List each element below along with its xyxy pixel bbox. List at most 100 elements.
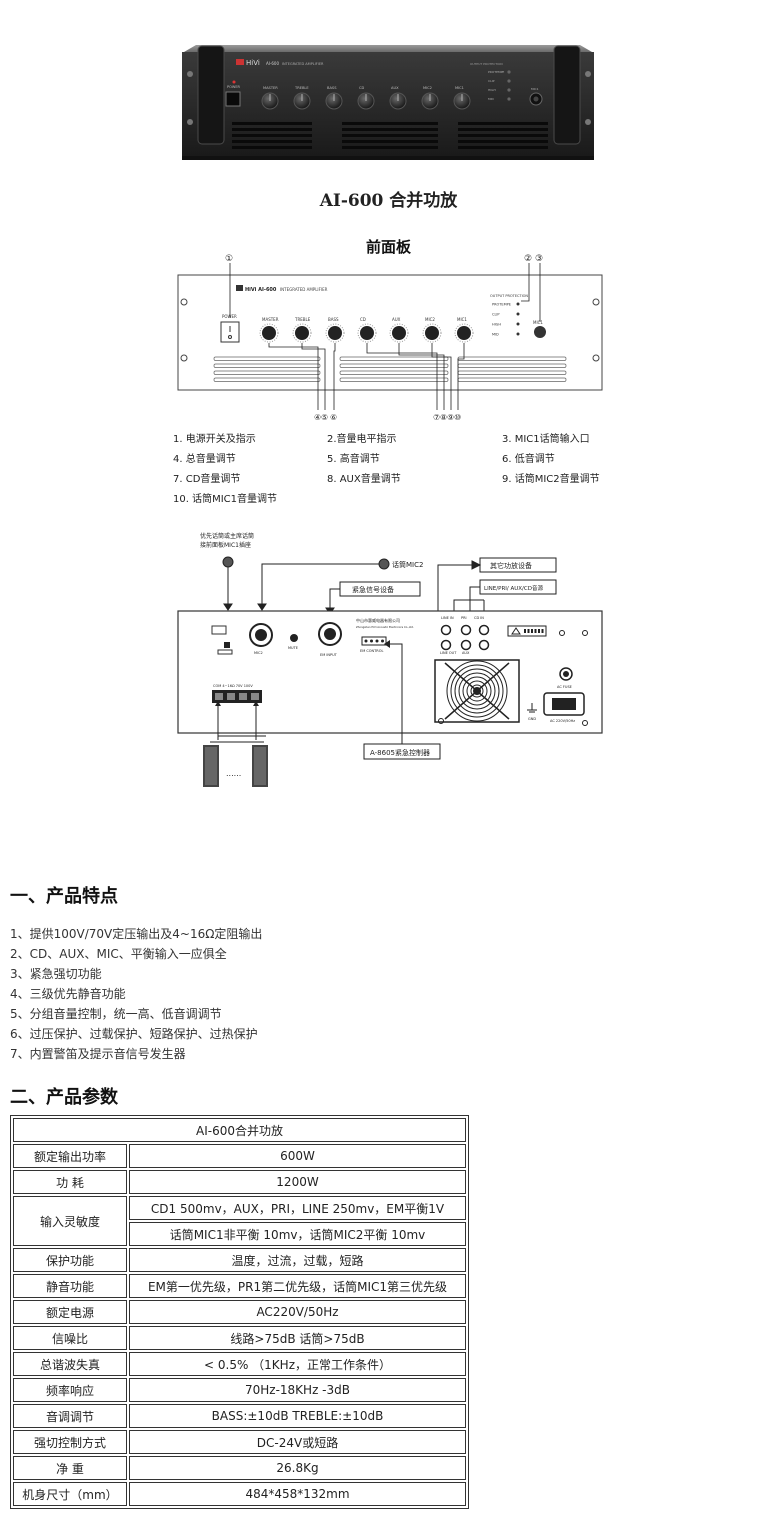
spec-value: 话筒MIC1非平衡 10mv，话筒MIC2平衡 10mv — [129, 1222, 466, 1246]
mic2-label: 话筒MIC2 — [392, 560, 423, 569]
front-led — [516, 332, 520, 336]
other-amp-label: 其它功放设备 — [490, 561, 532, 570]
legend-item: 8. AUX音量调节 — [327, 474, 401, 485]
features-title: 一、产品特点 — [10, 886, 118, 907]
front-knob-label: BASS — [328, 317, 339, 322]
table-row: 机身尺寸（mm）484*458*132mm — [13, 1482, 466, 1506]
spec-value: CD1 500mv，AUX，PRI，LINE 250mv，EM平衡1V — [129, 1196, 466, 1220]
photo-model-desc: INTEGRATED AMPLIFIER — [282, 62, 324, 66]
photo-vents — [232, 122, 548, 149]
spec-value: 1200W — [129, 1170, 466, 1194]
front-knob-label: MIC1 — [457, 317, 467, 322]
front-protection-label: HIGH — [492, 323, 501, 327]
callout-2: ② — [524, 254, 532, 264]
rca-jack — [460, 624, 472, 636]
front-panel-diagram: HiVi AI-600 INTEGRATED AMPLIFIER POWER M… — [177, 254, 603, 422]
legend-item: 5. 高音调节 — [327, 454, 380, 465]
specs-table-header: AI-600合并功放 — [13, 1118, 466, 1142]
spec-value: 温度，过流，过载，短路 — [129, 1248, 466, 1272]
rear-ac-input-label: AC 220V/50Hz — [550, 719, 575, 723]
spec-label: 静音功能 — [13, 1274, 127, 1298]
front-logo-icon — [236, 285, 243, 291]
rca-jack — [478, 639, 490, 651]
rear-aux-label: AUX — [462, 651, 470, 655]
photo-power-switch — [225, 91, 241, 107]
callout-number: ⑥ — [330, 413, 337, 422]
priority-note-1: 优先话筒或主席话筒 — [200, 532, 254, 540]
feature-item: 3、紧急强切功能 — [10, 967, 102, 981]
front-protection-label: PROTEMPE — [492, 303, 511, 307]
front-knob — [328, 326, 342, 340]
rca-jack — [460, 639, 472, 651]
front-panel-title: 前面板 — [365, 238, 411, 256]
photo-knob-label: BASS — [327, 86, 337, 90]
front-mic1-jack — [534, 326, 546, 338]
callout-number: ⑨ — [447, 413, 454, 422]
front-led — [516, 312, 520, 316]
rear-mute-label: MUTE — [288, 646, 298, 650]
spec-value: BASS:±10dB TREBLE:±10dB — [129, 1404, 466, 1428]
photo-led — [507, 79, 511, 83]
rear-gnd-label: GND — [528, 717, 536, 721]
front-knob-label: CD — [360, 317, 366, 322]
spec-label: 额定输出功率 — [13, 1144, 127, 1168]
photo-led — [507, 97, 511, 101]
rear-selector-switch — [211, 625, 227, 635]
legend-item: 7. CD音量调节 — [173, 474, 241, 485]
front-knob — [360, 326, 374, 340]
photo-knob-label: MASTER — [263, 86, 278, 90]
spec-label: 机身尺寸（mm） — [13, 1482, 127, 1506]
specs-title: 二、产品参数 — [10, 1087, 118, 1108]
brand-logo-icon — [236, 59, 244, 65]
front-knob-label: AUX — [392, 317, 401, 322]
front-knob — [392, 326, 406, 340]
front-knob — [295, 326, 309, 340]
front-knob-label: TREBLE — [294, 317, 311, 322]
legend-item: 6. 低音调节 — [502, 454, 555, 465]
rca-jack — [440, 639, 452, 651]
front-knob — [457, 326, 471, 340]
front-protection-title: OUTPUT PROTECTION — [490, 294, 528, 298]
amplifier-photo: HiVi AI-600 INTEGRATED AMPLIFIER POWER M… — [182, 45, 594, 160]
rca-jack — [440, 624, 452, 636]
right-handle — [553, 45, 581, 145]
callout-number: ⑧ — [440, 413, 447, 422]
rear-cd-in-label: CD IN — [474, 616, 484, 620]
emergency-device-label: 紧急信号设备 — [352, 585, 394, 594]
photo-led — [507, 70, 511, 74]
speaker-dots: ...... — [226, 769, 241, 778]
priority-mic-icon — [222, 556, 234, 568]
spec-value: EM第一优先级，PR1第二优先级，话筒MIC1第三优先级 — [129, 1274, 466, 1298]
rear-em-input-label: EM INPUT — [320, 653, 338, 657]
feature-item: 2、CD、AUX、MIC、平衡输入一应俱全 — [10, 947, 227, 961]
spec-label: 额定电源 — [13, 1300, 127, 1324]
controller-label: A-8605紧急控制器 — [370, 748, 430, 757]
spec-value: 26.8Kg — [129, 1456, 466, 1480]
front-knob — [425, 326, 439, 340]
callout-3: ③ — [535, 254, 543, 264]
photo-led — [507, 88, 511, 92]
rear-pri-label: PRI — [461, 616, 467, 620]
spec-label: 信噪比 — [13, 1326, 127, 1350]
front-protection-label: CLIP — [492, 313, 500, 317]
feature-item: 4、三级优先静音功能 — [10, 987, 126, 1001]
spec-label: 功 耗 — [13, 1170, 127, 1194]
legend-item: 3. MIC1话筒输入口 — [502, 434, 590, 445]
rca-jack — [478, 624, 490, 636]
front-power-label: POWER — [222, 314, 237, 319]
mic2-icon — [378, 558, 390, 570]
product-caption: AI-600 合并功放 — [319, 191, 458, 211]
callout-number: ④ — [314, 413, 321, 422]
photo-protection-label: PROTEMPE — [488, 70, 504, 74]
spec-label: 音调调节 — [13, 1404, 127, 1428]
